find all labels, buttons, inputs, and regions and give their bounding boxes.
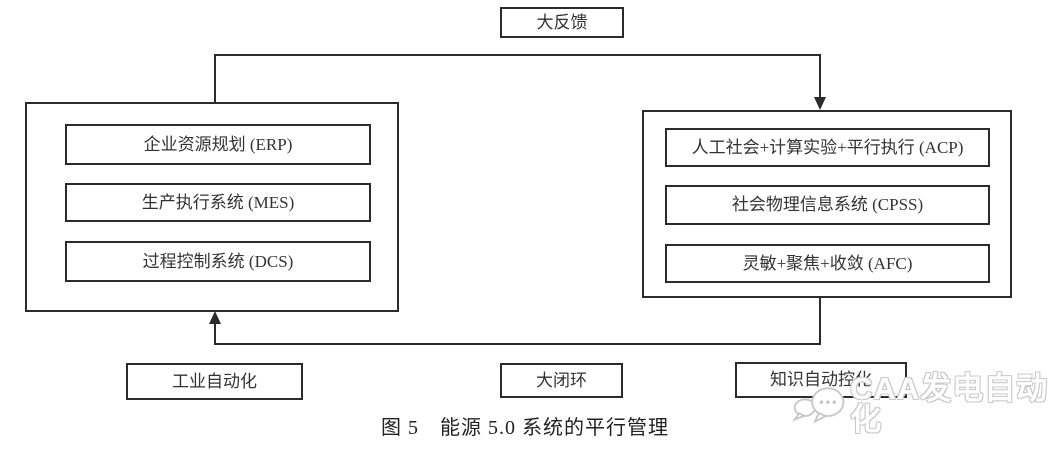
chat-bubbles-logo-icon [792,387,845,424]
watermark: CAA发电自动化 [791,373,1062,435]
erp-label: 企业资源规划 (ERP) [143,134,293,154]
cpss-label: 社会物理信息系统 (CPSS) [731,195,924,215]
big-closed-loop-box: 大闭环 [500,363,623,398]
dcs-box: 过程控制系统 (DCS) [65,241,371,282]
acp-label: 人工社会+计算实验+平行执行 (ACP) [691,137,964,157]
mes-box: 生产执行系统 (MES) [65,183,371,222]
big-feedback-box: 大反馈 [500,7,624,38]
erp-box: 企业资源规划 (ERP) [65,124,371,165]
big-closed-loop-label: 大闭环 [536,370,587,390]
afc-box: 灵敏+聚焦+收敛 (AFC) [665,244,990,283]
feedback-connector-line [214,54,821,103]
feedback-arrowhead-down [814,97,826,110]
real-system-group-box: 企业资源规划 (ERP) 生产执行系统 (MES) 过程控制系统 (DCS) [25,102,399,312]
watermark-text: CAA发电自动化 [850,371,1049,437]
afc-label: 灵敏+聚焦+收敛 (AFC) [742,253,913,273]
cpss-box: 社会物理信息系统 (CPSS) [665,185,990,225]
big-feedback-label: 大反馈 [536,12,588,32]
industrial-automation-box: 工业自动化 [126,363,303,400]
figure-caption: 图 5 能源 5.0 系统的平行管理 [381,417,669,439]
knowledge-automation-label: 知识自动控化 [770,370,872,390]
industrial-automation-label: 工业自动化 [172,371,257,391]
dcs-label: 过程控制系统 (DCS) [142,251,294,271]
acp-box: 人工社会+计算实验+平行执行 (ACP) [665,128,990,167]
mes-label: 生产执行系统 (MES) [141,192,295,212]
closed-loop-arrowhead-up [209,311,221,324]
artificial-system-group-box: 人工社会+计算实验+平行执行 (ACP) 社会物理信息系统 (CPSS) 灵敏+… [642,110,1012,298]
closed-loop-connector-line [214,298,821,345]
knowledge-automation-box: 知识自动控化 [735,362,907,398]
